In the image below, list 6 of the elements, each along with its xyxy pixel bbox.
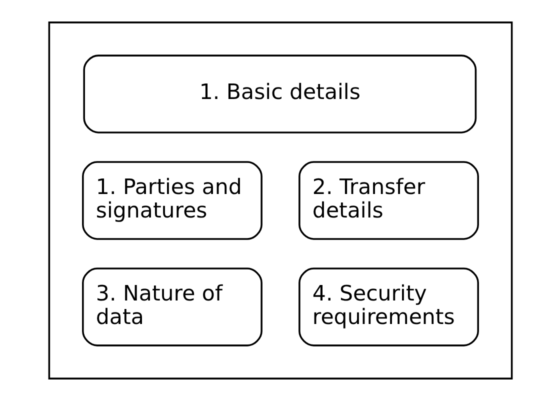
node-box: 1. Basic details bbox=[82, 54, 476, 134]
node-box: 4. Security requirements bbox=[298, 268, 478, 346]
node-box: 2. Transfer details bbox=[298, 161, 478, 240]
node-box: 3. Nature of data bbox=[82, 268, 262, 346]
node-box: 1. Parties and signatures bbox=[82, 161, 262, 240]
cluster bbox=[48, 22, 512, 380]
